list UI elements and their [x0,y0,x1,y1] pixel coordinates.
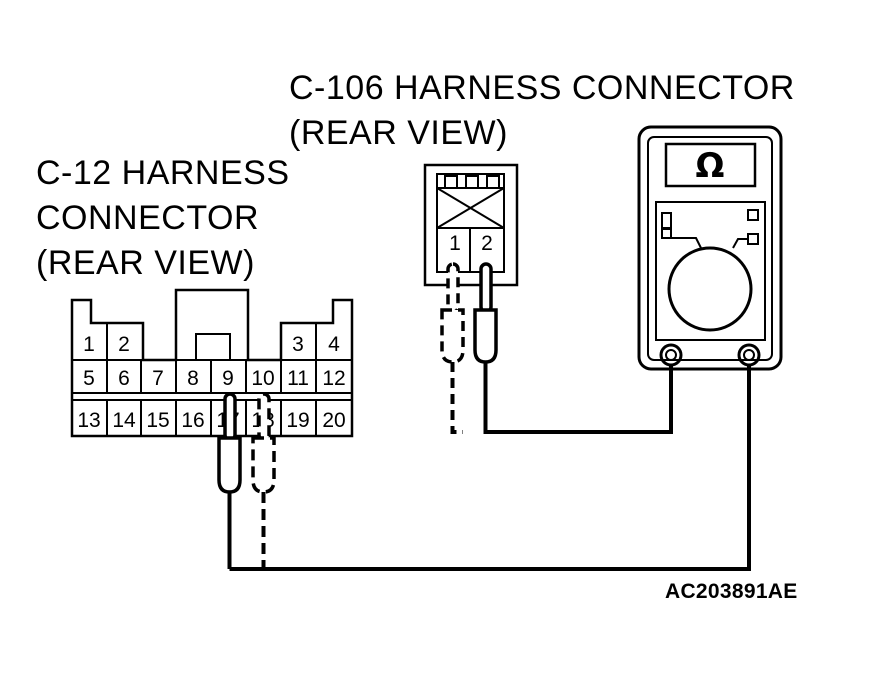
c12-pin-labels: 1 2 3 4 5 6 7 8 9 10 11 12 13 14 15 16 1… [77,333,345,432]
c12-pin-5: 5 [83,367,95,390]
c106-dashed-probe [440,262,465,434]
c12-pin-20: 20 [322,409,345,432]
meter-leads [229,362,751,571]
c12-pin-3: 3 [292,333,304,356]
c106-solid-probe [473,262,498,364]
c12-pin-6: 6 [118,367,130,390]
c106-pin-2: 2 [481,232,493,255]
c12-pin-16: 16 [181,409,204,432]
c106-pin-labels: 1 2 [449,232,493,255]
c12-connector-title-line2: CONNECTOR [36,199,259,237]
c12-pin-1: 1 [83,333,95,356]
c12-pin-19: 19 [286,409,309,432]
c12-pin-9: 9 [222,367,234,390]
c12-solid-probe [217,392,242,569]
c12-pin-12: 12 [322,367,345,390]
ohm-symbol-icon: Ω [696,146,725,186]
c12-pin-13: 13 [77,409,100,432]
c12-pin-7: 7 [152,367,164,390]
c12-pin-8: 8 [187,367,199,390]
c106-pin-1: 1 [449,232,461,255]
c106-connector [423,163,519,287]
c12-pin-4: 4 [328,333,340,356]
c12-pin-2: 2 [118,333,130,356]
c106-connector-title: C-106 HARNESS CONNECTOR [289,69,795,107]
c12-connector-title-line1: C-12 HARNESS [36,154,290,192]
c12-connector [70,288,354,438]
c12-dashed-probe [251,392,276,569]
figure-id: AC203891AE [665,580,798,603]
c12-pin-14: 14 [112,409,136,432]
lead-c106-to-meter [483,362,673,434]
lead-c12-to-meter [229,365,751,571]
c12-pin-10: 10 [251,367,274,390]
c12-connector-view: (REAR VIEW) [36,244,255,282]
c12-pin-15: 15 [146,409,169,432]
c12-pin-11: 11 [287,367,309,390]
c106-connector-view: (REAR VIEW) [289,114,508,152]
